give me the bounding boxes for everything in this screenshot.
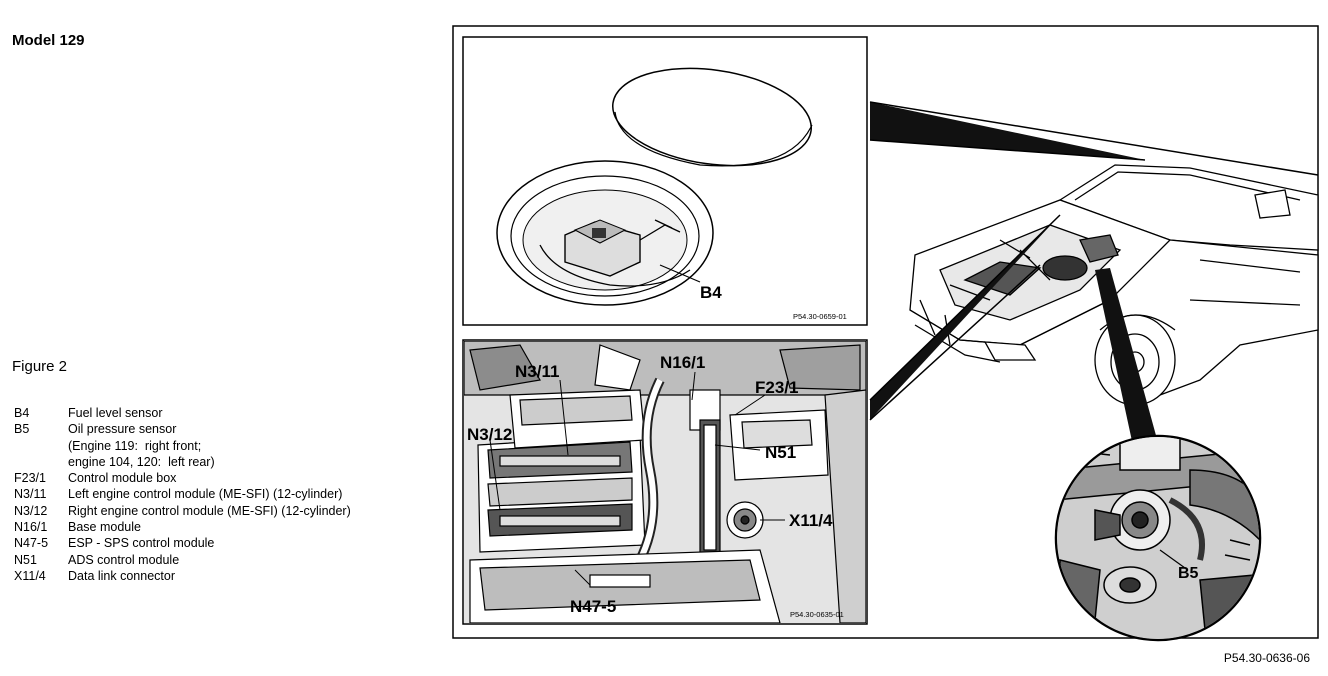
pointer-wedge-b5 [1095, 268, 1160, 455]
figure-label: Figure 2 [12, 358, 68, 375]
legend-code: X11/4 [14, 568, 46, 583]
legend-row: B5 Oil pressure sensor [14, 421, 351, 437]
callout-b4: B4 [700, 283, 722, 302]
legend-text: engine 104, 120: left rear) [68, 454, 215, 469]
panel-code-top: P54.30-0659-01 [793, 312, 847, 321]
legend-row: engine 104, 120: left rear) [14, 454, 351, 470]
legend-text: ADS control module [68, 552, 180, 567]
legend-text: Fuel level sensor [68, 406, 163, 420]
pointer-wedge-bottom [870, 215, 1060, 420]
diagram-frame [452, 25, 1319, 639]
figure-code: P54.30-0636-06 [1223, 651, 1310, 665]
legend-text: Right engine control module (ME-SFI) (12… [68, 503, 351, 518]
panel-code-bottom: P54.30-0635-01 [790, 610, 844, 619]
callout-f23-1: F23/1 [755, 378, 798, 397]
callout-x11-4: X11/4 [789, 511, 833, 530]
legend-text: Data link connector [68, 568, 176, 583]
legend-text: Left engine control module (ME-SFI) (12-… [68, 487, 343, 502]
legend-row: N16/1 Base module [14, 519, 351, 535]
legend-code: B5 [14, 422, 30, 437]
callout-n47-5: N47-5 [570, 597, 616, 616]
legend-code: N47-5 [14, 536, 49, 551]
legend-row: F23/1 Control module box [14, 470, 351, 486]
legend-text: Base module [68, 520, 141, 535]
legend-code: N3/12 [14, 503, 48, 518]
fuel-sensor-inset: B4 P54.30-0659-01 [462, 36, 868, 326]
legend-text: ESP - SPS control module [68, 536, 215, 551]
callout-n51: N51 [765, 443, 796, 462]
callout-n16-1: N16/1 [660, 353, 705, 372]
model-title: Model 129 [12, 32, 85, 49]
callout-n3-11: N3/11 [515, 362, 559, 381]
legend-row: (Engine 119: right front; [14, 438, 351, 454]
legend-text: (Engine 119: right front; [68, 438, 202, 453]
pointer-wedge-top [870, 102, 1145, 160]
legend-row: X11/4 Data link connector [14, 568, 351, 584]
legend-row: N3/12 Right engine control module (ME-SFI… [14, 503, 351, 519]
callout-n3-12: N3/12 [467, 425, 512, 444]
legend-text: Control module box [68, 471, 177, 486]
legend-code: N16/1 [14, 520, 48, 535]
callout-b5: B5 [1178, 565, 1199, 582]
legend-code: F23/1 [14, 471, 46, 486]
legend-text: Oil pressure sensor [68, 422, 177, 437]
legend: B4 Fuel level sensor B5 Oil pressure senso… [14, 405, 351, 584]
legend-row: N51 ADS control module [14, 552, 351, 568]
legend-row: N3/11 Left engine control module (ME-SFI)… [14, 486, 351, 502]
legend-row: B4 Fuel level sensor [14, 405, 351, 421]
legend-code: N51 [14, 552, 37, 567]
legend-code: B4 [14, 406, 30, 420]
legend-row: N47-5 ESP - SPS control module [14, 535, 351, 551]
legend-code: N3/11 [14, 487, 47, 502]
control-module-box-inset: N3/11 N16/1 F23/1 N3/12 N51 X11/4 N47-5 … [462, 339, 868, 625]
b5-detail-inset: B5 [1054, 434, 1262, 642]
